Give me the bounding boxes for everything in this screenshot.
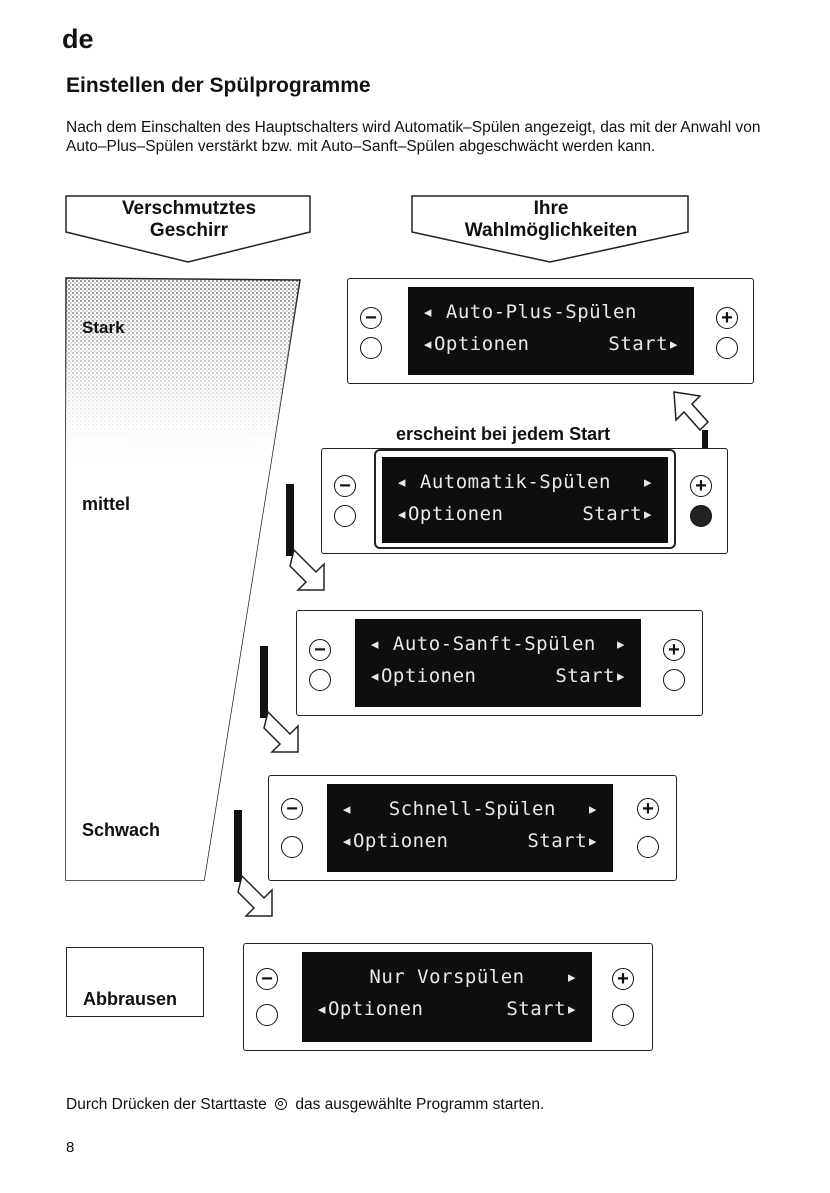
right-select-button[interactable] <box>637 836 659 858</box>
intro-paragraph: Nach dem Einschalten des Hauptschalters … <box>66 119 761 155</box>
arrow-down-1 <box>286 484 325 591</box>
minus-button[interactable]: − <box>256 968 278 990</box>
right-select-button-pressed[interactable] <box>690 505 712 527</box>
left-select-button[interactable] <box>334 505 356 527</box>
level-rinse-box: Abbrausen <box>66 947 204 1017</box>
arrow-down-2 <box>260 646 299 753</box>
level-rinse: Abbrausen <box>83 989 178 1009</box>
plus-button[interactable]: + <box>690 475 712 497</box>
left-select-button[interactable] <box>281 836 303 858</box>
highlight-frame <box>374 449 676 549</box>
level-strong: Stark <box>82 318 125 337</box>
minus-button[interactable]: − <box>281 798 303 820</box>
minus-button[interactable]: − <box>360 307 382 329</box>
start-button-icon <box>275 1098 288 1110</box>
page-heading: Einstellen der Spülprogramme <box>66 74 371 97</box>
plus-button[interactable]: + <box>663 639 685 661</box>
language-code: de <box>62 24 94 54</box>
arrow-down-3 <box>234 810 273 917</box>
callout-choices: Ihre Wahlmöglichkeiten <box>464 198 638 241</box>
callout-soiled-dishes-shape <box>65 195 311 263</box>
right-select-button[interactable] <box>663 669 685 691</box>
left-select-button[interactable] <box>309 669 331 691</box>
footer-instruction: Durch Drücken der Starttaste das ausgewä… <box>66 1096 545 1113</box>
right-select-button[interactable] <box>716 337 738 359</box>
callout-choices-shape <box>411 195 689 263</box>
right-select-button[interactable] <box>612 1004 634 1026</box>
level-medium: mittel <box>82 494 131 514</box>
appears-note: erscheint bei jedem Start <box>396 424 611 444</box>
page-number: 8 <box>66 1139 75 1156</box>
plus-button[interactable]: + <box>637 798 659 820</box>
minus-button[interactable]: − <box>334 475 356 497</box>
minus-button[interactable]: − <box>309 639 331 661</box>
callout-soiled-dishes: Verschmutztes Geschirr <box>121 198 257 241</box>
left-select-button[interactable] <box>360 337 382 359</box>
plus-button[interactable]: + <box>716 307 738 329</box>
plus-button[interactable]: + <box>612 968 634 990</box>
left-select-button[interactable] <box>256 1004 278 1026</box>
level-weak: Schwach <box>82 820 161 840</box>
soil-level-wedge <box>65 277 301 881</box>
